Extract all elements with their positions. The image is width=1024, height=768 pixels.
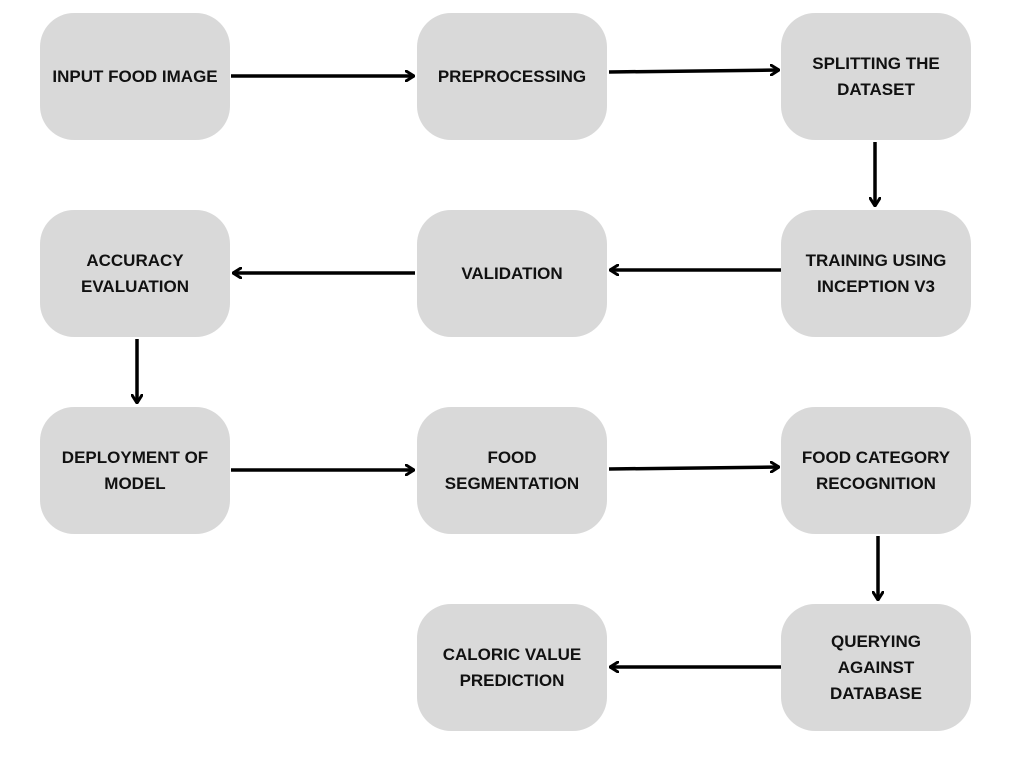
node-deployment-model: DEPLOYMENT OF MODEL (40, 407, 230, 534)
node-label: FOOD CATEGORY RECOGNITION (801, 447, 951, 493)
node-food-category-recognition: FOOD CATEGORY RECOGNITION (781, 407, 971, 534)
node-food-segmentation: FOOD SEGMENTATION (417, 407, 607, 534)
node-label: INPUT FOOD IMAGE (52, 66, 218, 86)
node-preprocessing: PREPROCESSING (417, 13, 607, 140)
arrow-preprocessing-to-splitting (608, 70, 779, 72)
node-label: TRAINING USING INCEPTION V3 (805, 250, 947, 296)
arrow-segmentation-to-recognition (608, 467, 779, 469)
node-querying-database: QUERYING AGAINST DATABASE (781, 604, 971, 731)
node-caloric-value-prediction: CALORIC VALUE PREDICTION (417, 604, 607, 731)
node-label: PREPROCESSING (437, 66, 587, 86)
node-label: SPLITTING THE DATASET (812, 53, 940, 99)
node-validation: VALIDATION (417, 210, 607, 337)
node-label: VALIDATION (461, 263, 563, 283)
node-label: FOOD SEGMENTATION (444, 447, 580, 493)
node-accuracy-evaluation: ACCURACY EVALUATION (40, 210, 230, 337)
node-label: ACCURACY EVALUATION (81, 250, 189, 296)
node-splitting-dataset: SPLITTING THE DATASET (781, 13, 971, 140)
node-training-inception: TRAINING USING INCEPTION V3 (781, 210, 971, 337)
node-label: QUERYING AGAINST DATABASE (830, 631, 922, 703)
node-input-food-image: INPUT FOOD IMAGE (40, 13, 230, 140)
node-label: CALORIC VALUE PREDICTION (442, 644, 582, 690)
node-label: DEPLOYMENT OF MODEL (61, 447, 209, 493)
